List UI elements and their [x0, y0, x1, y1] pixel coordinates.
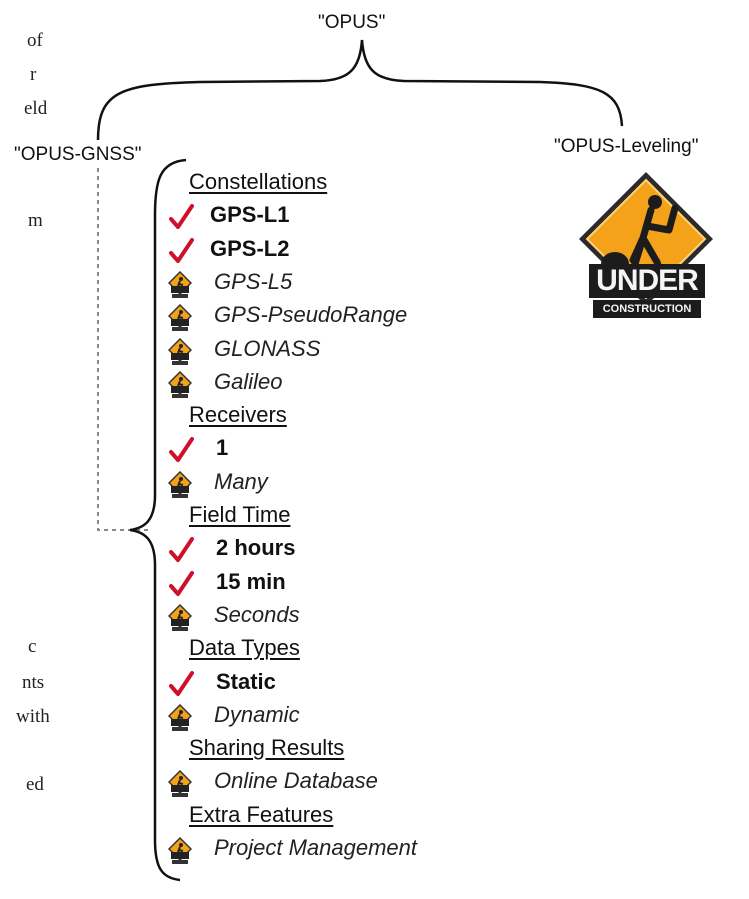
checkmark-icon: [168, 204, 194, 235]
feature-label: GPS-L1: [210, 202, 290, 228]
left-fragment: eld: [24, 98, 48, 119]
checkmark-icon: [168, 237, 194, 269]
sign-text-construction: CONSTRUCTION: [602, 303, 692, 315]
feature-item: Online Database: [166, 768, 496, 798]
feature-label: 2 hours: [216, 535, 296, 561]
feature-label: Many: [214, 468, 268, 494]
left-fragment: r: [30, 64, 37, 85]
feature-label: GPS-L2: [210, 235, 290, 261]
feature-item: Galileo: [166, 368, 496, 398]
checkmark-icon: [168, 570, 194, 602]
left-fragment: of: [27, 30, 43, 51]
sign-text-under: UNDER: [596, 264, 699, 297]
branch-node-opus-gnss: "OPUS-GNSS": [14, 144, 142, 165]
feature-label: Online Database: [214, 768, 378, 794]
feature-label: Static: [216, 668, 276, 694]
branch-node-opus-leveling: "OPUS-Leveling": [554, 136, 699, 157]
group-heading: Field Time: [189, 502, 291, 527]
feature-item: GPS-L5: [166, 268, 496, 298]
group-heading: Receivers: [189, 402, 287, 428]
root-node-opus: "OPUS": [318, 12, 386, 33]
root-brace: [96, 39, 624, 141]
under-construction-icon: [167, 370, 193, 404]
feature-label: GLONASS: [214, 335, 321, 361]
under-construction-icon: [167, 770, 193, 803]
under-construction-icon: [167, 270, 193, 304]
left-fragment: c: [28, 636, 37, 657]
under-construction-icon: [167, 304, 193, 337]
under-construction-icon: [167, 337, 193, 371]
feature-item: GLONASS: [166, 335, 496, 365]
under-construction-sign: UNDER CONSTRUCTION: [575, 168, 717, 330]
feature-item: Project Management: [166, 835, 496, 864]
left-fragment: ed: [26, 774, 44, 795]
feature-item: Static: [166, 669, 496, 697]
feature-label: Seconds: [214, 601, 300, 627]
left-fragment: with: [16, 706, 50, 727]
feature-item: GPS-L1: [166, 202, 496, 230]
group-heading: Constellations: [189, 169, 328, 194]
under-construction-icon: [167, 836, 193, 870]
feature-item: 15 min: [166, 569, 496, 597]
under-construction-icon: [167, 603, 193, 637]
feature-item: 1: [166, 435, 496, 463]
feature-label: Dynamic: [214, 701, 300, 727]
checkmark-icon: [168, 437, 194, 468]
feature-label: GPS-L5: [214, 268, 293, 294]
feature-label: Project Management: [214, 835, 417, 860]
feature-label: GPS-PseudoRange: [214, 302, 408, 328]
under-construction-sign-icon: [579, 172, 713, 318]
feature-label: 1: [216, 435, 229, 461]
feature-label: 15 min: [216, 568, 286, 594]
checkmark-icon: [168, 537, 194, 568]
left-fragment: nts: [22, 672, 45, 693]
group-heading: Data Types: [189, 635, 300, 661]
gnss-brace: [129, 158, 187, 882]
under-construction-icon: [167, 703, 193, 737]
checkmark-icon: [168, 670, 194, 702]
feature-item: GPS-L2: [166, 236, 496, 264]
feature-item: Dynamic: [166, 701, 496, 731]
under-construction-icon: [167, 470, 193, 504]
feature-item: GPS-PseudoRange: [166, 302, 496, 332]
left-fragment: m: [28, 210, 43, 231]
feature-item: Many: [166, 468, 496, 498]
feature-item: Seconds: [166, 601, 496, 631]
group-heading: Extra Features: [189, 801, 334, 827]
gnss-dashed-connector: [97, 168, 150, 531]
feature-item: 2 hours: [166, 535, 496, 563]
feature-label: Galileo: [214, 368, 283, 394]
group-heading: Sharing Results: [189, 735, 345, 761]
